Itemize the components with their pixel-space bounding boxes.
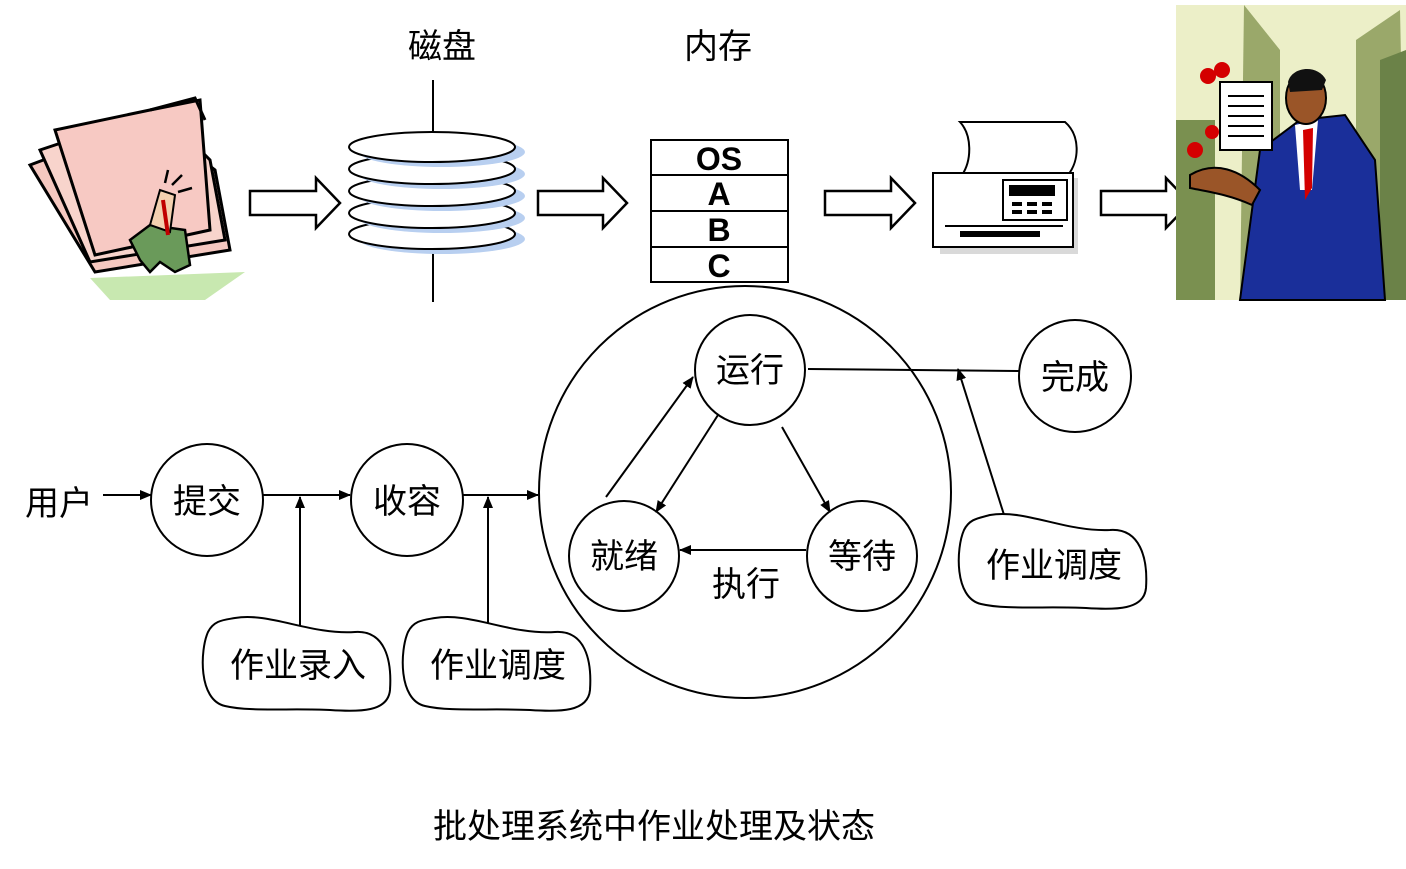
printer-icon bbox=[932, 121, 1078, 254]
job-schedule-callout-1 bbox=[401, 616, 592, 712]
accept-label: 收容 bbox=[373, 482, 441, 522]
memory-slot: OS bbox=[696, 141, 742, 177]
diagram-caption: 批处理系统中作业处理及状态 bbox=[433, 807, 875, 847]
complete-label: 完成 bbox=[1041, 358, 1109, 398]
submit-state bbox=[150, 443, 264, 557]
flow-arrow-1 bbox=[248, 174, 342, 232]
job-entry-callout bbox=[201, 616, 392, 712]
waiting-label: 等待 bbox=[828, 537, 896, 577]
memory-slot: C bbox=[707, 248, 730, 284]
job-entry-text: 作业录入 bbox=[230, 646, 366, 686]
ready-state bbox=[568, 500, 680, 612]
memory-slot: A bbox=[707, 176, 730, 212]
folder-icon bbox=[27, 96, 245, 300]
memory-slot: B bbox=[707, 212, 730, 248]
submit-label: 提交 bbox=[173, 482, 241, 522]
running-to-ready-arrow bbox=[655, 414, 719, 513]
job-schedule-text-1: 作业调度 bbox=[430, 646, 566, 686]
ready-label: 就绪 bbox=[590, 537, 658, 577]
complete-state bbox=[1018, 319, 1132, 433]
user-label: 用户 bbox=[25, 484, 93, 524]
running-to-complete-line bbox=[807, 368, 1020, 372]
running-to-waiting-arrow bbox=[781, 426, 831, 513]
memory-label: 内存 bbox=[684, 27, 752, 67]
disk-label: 磁盘 bbox=[408, 27, 476, 67]
businessman-icon bbox=[1176, 5, 1406, 301]
job-schedule-callout-2 bbox=[957, 513, 1148, 610]
accept-state bbox=[350, 443, 464, 557]
execute-label: 执行 bbox=[712, 565, 780, 605]
flow-arrow-3 bbox=[823, 174, 917, 232]
process-state-boundary bbox=[538, 285, 952, 699]
flow-arrow-2 bbox=[536, 174, 629, 232]
ready-to-running-arrow bbox=[605, 376, 694, 498]
memory-block: OS A B C bbox=[650, 139, 789, 284]
job-schedule-pointer-2 bbox=[956, 368, 1006, 519]
job-schedule-text-2: 作业调度 bbox=[986, 546, 1122, 586]
running-label: 运行 bbox=[716, 351, 784, 391]
waiting-state bbox=[806, 500, 918, 612]
running-state bbox=[694, 314, 806, 426]
disk-icon bbox=[348, 80, 525, 302]
